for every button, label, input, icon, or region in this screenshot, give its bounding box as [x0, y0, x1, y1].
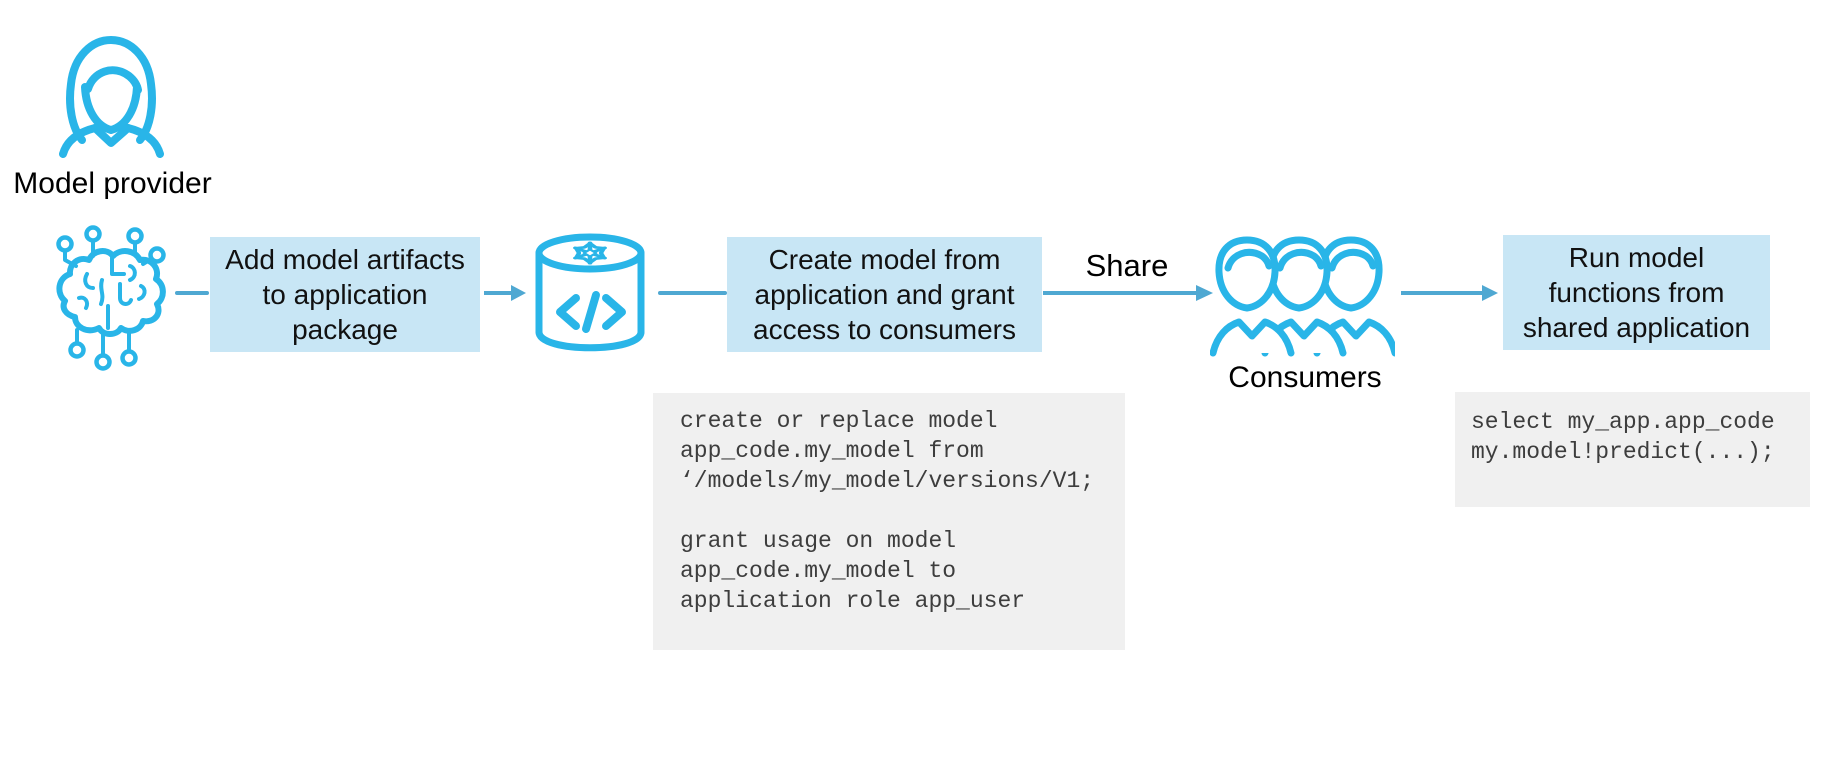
code-line: select my_app.app_code	[1471, 409, 1775, 435]
share-label: Share	[1085, 248, 1169, 283]
step-line: Add model artifacts	[225, 244, 465, 275]
code-line: app_code.my_model from	[680, 438, 984, 464]
step-line: application and grant	[754, 279, 1015, 310]
people-group-icon	[1210, 235, 1395, 360]
step-box-create-model: Create model from application and grant …	[727, 237, 1042, 352]
connector-line	[175, 291, 209, 295]
code-line: application role app_user	[680, 588, 1026, 614]
consumers-label: Consumers	[1228, 361, 1382, 394]
step-line: Create model from	[768, 244, 1001, 275]
step-line: functions from	[1548, 277, 1725, 308]
code-line: grant usage on model	[680, 528, 957, 554]
connector-line	[658, 291, 727, 295]
arrow-right-icon	[1401, 285, 1498, 301]
sql-code-block-create-grant: create or replace model app_code.my_mode…	[653, 393, 1125, 650]
step-line: shared application	[1522, 312, 1751, 343]
code-brackets-icon	[556, 291, 626, 333]
code-line	[680, 496, 1115, 526]
code-line: create or replace model	[680, 408, 998, 434]
person-icon	[59, 36, 164, 158]
code-line: my.model!predict(...);	[1471, 439, 1775, 465]
snowflake-database-code-icon	[535, 233, 645, 352]
share-arrow-right-icon	[1043, 285, 1213, 301]
step-line: access to consumers	[753, 314, 1016, 345]
model-provider-label: Model provider	[13, 167, 212, 200]
step-box-run-model: Run model functions from shared applicat…	[1503, 235, 1770, 350]
step-line: package	[292, 314, 398, 345]
arrow-right-icon	[484, 285, 526, 301]
step-box-add-artifacts: Add model artifacts to application packa…	[210, 237, 480, 352]
snowflake-logo-icon	[573, 241, 607, 265]
step-line: Run model	[1568, 242, 1705, 273]
step-line: to application	[262, 279, 428, 310]
code-line: ‘/models/my_model/versions/V1;	[680, 468, 1095, 494]
ai-brain-circuit-icon	[56, 225, 166, 371]
sql-code-block-select: select my_app.app_code my.model!predict(…	[1455, 392, 1810, 507]
code-line: app_code.my_model to	[680, 558, 957, 584]
